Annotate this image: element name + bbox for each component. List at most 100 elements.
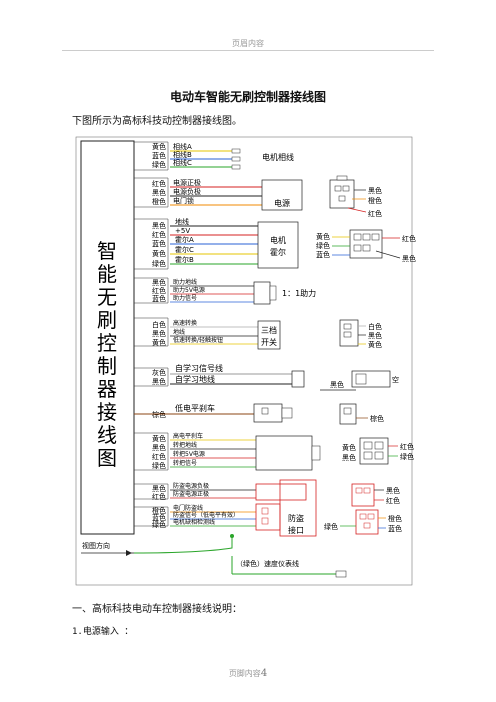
group-self-learn: 灰色 黑色 自学习信号线 自学习地线 黑色 空 — [134, 363, 399, 391]
group-throttle: 黄色 黑色 红色 绿色 高电平刹车 转把地线 转把5V电源 转把信号 黄色 黑色… — [134, 432, 414, 471]
g2-conn-0: 黑色 — [368, 186, 382, 195]
vt-7: 接 — [97, 400, 117, 424]
g9-label-0: 防盗电源负极 — [173, 482, 209, 490]
g10-conn-right-1: 蓝色 — [388, 524, 402, 533]
g10-box-0: 防盗 — [288, 513, 304, 523]
view-direction-arrow: 视图方向 — [81, 541, 134, 556]
g2-box-label: 电源 — [274, 198, 290, 208]
g5-color-0: 白色 — [152, 320, 166, 329]
g7-conn-0: 棕色 — [370, 414, 384, 423]
g3-label-3: 霍尔C — [175, 245, 194, 254]
group-hall: 黑色 红色 蓝色 黄色 绿色 地线 +5V 霍尔A 霍尔C 霍尔B 电机 霍尔 … — [134, 217, 416, 270]
power-connector-icon — [261, 179, 303, 211]
throttle-connector-icon — [255, 435, 313, 471]
g2-color-2: 橙色 — [152, 197, 166, 206]
g2-color-1: 黑色 — [152, 188, 166, 197]
document-title: 电动车智能无刷控制器接线图 — [169, 90, 326, 104]
g10-label-1: 防盗信号（低电平有效） — [173, 511, 239, 519]
g1-box-label: 电机相线 — [262, 152, 294, 162]
list-item-power-input: 1.电源输入 ： — [72, 627, 134, 637]
g1-color-1: 蓝色 — [152, 151, 166, 160]
g3-label-0: 地线 — [175, 217, 189, 226]
page-footer: 页脚内容4 — [0, 668, 496, 679]
g10-conn-right-0: 橙色 — [388, 514, 402, 523]
g4-color-0: 黑色 — [152, 278, 166, 287]
phase-plug-icon — [231, 148, 241, 154]
g4-color-1: 红色 — [152, 286, 166, 295]
g4-ratio: 1：1助力 — [282, 288, 316, 298]
page-header: 页眉内容 — [232, 39, 264, 48]
learn-connector-icon — [291, 370, 305, 388]
g3-label-1: +5V — [175, 227, 190, 235]
vt-2: 无 — [97, 285, 117, 309]
g6-conn-1: 空 — [392, 375, 399, 384]
g8-conn-right-1: 绿色 — [400, 452, 414, 461]
vt-5: 制 — [97, 354, 117, 378]
g8-conn-left-0: 黄色 — [342, 443, 356, 452]
vt-1: 能 — [97, 262, 117, 286]
g9-conn-0: 黑色 — [386, 486, 400, 495]
controller-vertical-title: 智 能 无 刷 控 制 器 接 线 图 — [97, 239, 117, 470]
footer-text: 页脚内容 — [228, 669, 261, 678]
g5-box-0: 三档 — [261, 325, 277, 335]
g6-color-1: 黑色 — [152, 377, 166, 386]
g5-label-0: 高速转换 — [173, 319, 197, 327]
g10-conn-left-0: 绿色 — [324, 522, 338, 531]
vt-4: 控 — [97, 331, 117, 355]
header-divider — [62, 50, 434, 51]
g5-conn-2: 黄色 — [368, 340, 382, 349]
group-three-speed: 白色 黑色 黄色 高速转换 地线 低速转换/轻触按钮 三档 开关 白色 黑色 黄… — [134, 317, 382, 350]
g5-label-1: 地线 — [173, 328, 185, 336]
g3-color-1: 红色 — [152, 230, 166, 239]
g10-color-2: 绿色 — [152, 520, 166, 529]
hall-connector-icon — [257, 221, 299, 269]
g3-label-2: 霍尔A — [175, 235, 194, 244]
group-low-brake: 棕色 低电平刹车 棕色 — [134, 403, 384, 425]
g9-conn-1: 红色 — [386, 496, 400, 505]
g8-color-3: 绿色 — [152, 461, 166, 470]
g2-conn-2: 红色 — [368, 209, 382, 218]
g6-conn-0: 黑色 — [330, 380, 344, 389]
g3-color-2: 蓝色 — [152, 239, 166, 248]
g5-conn-0: 白色 — [368, 322, 382, 331]
g6-label-1: 自学习地线 — [175, 374, 215, 384]
g8-label-0: 高电平刹车 — [173, 432, 203, 440]
g9-color-1: 红色 — [152, 492, 166, 501]
vt-8: 线 — [97, 423, 117, 447]
g3-conn-left-2: 蓝色 — [316, 250, 330, 259]
g1-label-0: 相线A — [173, 142, 192, 151]
g6-label-0: 自学习信号线 — [175, 363, 223, 373]
g5-color-1: 黑色 — [152, 329, 166, 338]
g3-color-4: 绿色 — [152, 259, 166, 268]
g10-box-1: 接口 — [288, 525, 304, 535]
g2-label-2: 电门锁 — [173, 196, 194, 205]
g8-conn-left-1: 黑色 — [342, 453, 356, 462]
g3-box-1: 霍尔 — [270, 247, 286, 257]
g7-label-0: 低电平刹车 — [175, 403, 215, 413]
group-anti-theft: 黑色 红色 防盗电源负极 防盗电源正极 橙色 蓝色 绿色 电门防盗线 防盗信号（… — [134, 479, 402, 537]
g4-label-0: 助力地线 — [173, 278, 197, 286]
g5-color-2: 黄色 — [152, 338, 166, 347]
g2-conn-1: 橙色 — [368, 196, 382, 205]
g3-color-0: 黑色 — [152, 221, 166, 230]
assist-connector-icon — [253, 281, 271, 305]
speedo-label: （绿色）速度仪表线 — [236, 559, 299, 568]
g4-color-2: 蓝色 — [152, 294, 166, 303]
g1-label-2: 相线C — [173, 158, 192, 167]
power-plug-icon — [329, 179, 355, 209]
g3-conn-left-1: 绿色 — [316, 241, 330, 250]
g3-conn-right-1: 黑色 — [402, 254, 416, 263]
vt-3: 刷 — [97, 308, 117, 332]
g1-color-0: 黄色 — [152, 142, 166, 151]
g1-color-2: 绿色 — [152, 160, 166, 169]
theft-power-connector-icon — [255, 483, 307, 501]
theft-power-plug-icon — [351, 483, 375, 507]
g8-label-3: 转把信号 — [173, 459, 197, 467]
g2-color-0: 红色 — [152, 179, 166, 188]
g10-color-1: 蓝色 — [152, 513, 166, 522]
g9-label-1: 防盗电源正极 — [173, 490, 209, 498]
g5-label-2: 低速转换/轻触按钮 — [173, 336, 223, 344]
g8-label-1: 转把地线 — [173, 441, 197, 449]
g1-label-1: 相线B — [173, 150, 192, 159]
